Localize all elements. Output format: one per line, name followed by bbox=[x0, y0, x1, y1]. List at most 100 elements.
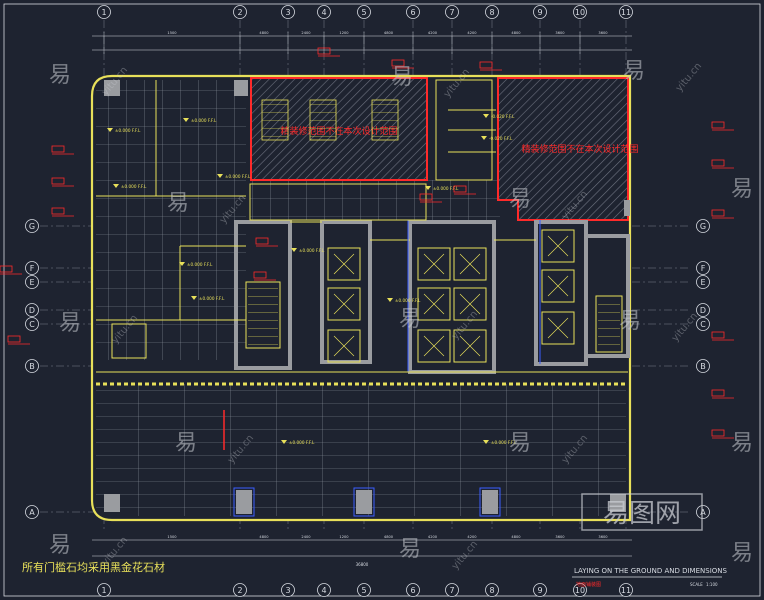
grid-row-bubble bbox=[696, 303, 710, 317]
grid-column-bubble bbox=[406, 583, 420, 597]
grid-column-label: 5 bbox=[361, 8, 366, 17]
grid-row-label: G bbox=[29, 222, 35, 231]
callout-tag bbox=[0, 265, 13, 273]
scale-value: 1:100 bbox=[706, 582, 718, 587]
grid-row-bubble bbox=[25, 275, 39, 289]
grid-column-bubble bbox=[233, 583, 247, 597]
grid-column-bubble bbox=[533, 5, 547, 19]
grid-column-label: 7 bbox=[449, 586, 454, 595]
grid-column-label: 10 bbox=[575, 8, 585, 17]
elevator-cross bbox=[423, 335, 445, 357]
elevator-cross bbox=[423, 253, 445, 275]
callout-tag bbox=[453, 185, 467, 193]
grid-column-bubble bbox=[281, 5, 295, 19]
callout-tag bbox=[51, 177, 65, 185]
watermark-brand: 易 bbox=[399, 307, 421, 332]
drawing-title-en: LAYING ON THE GROUND AND DIMENSIONS bbox=[574, 567, 728, 575]
grid-column-bubble bbox=[97, 583, 111, 597]
bottom-dimension-value: 4800 bbox=[511, 535, 521, 539]
watermark-logo: 易图网 bbox=[581, 493, 703, 531]
grid-row-label: A bbox=[29, 508, 35, 517]
bottom-dimension-value: 4800 bbox=[384, 535, 394, 539]
grid-column-bubble bbox=[619, 583, 633, 597]
grid-column-bubble bbox=[573, 583, 587, 597]
column-blue-edges bbox=[233, 220, 541, 517]
level-mark-symbol bbox=[217, 174, 223, 178]
bottom-dimension-value: 4200 bbox=[467, 535, 477, 539]
bottom-dimension-value: 1200 bbox=[339, 535, 349, 539]
grid-column-bubble bbox=[233, 5, 247, 19]
grid-row-label: D bbox=[700, 306, 706, 315]
watermark-brand: 易 bbox=[731, 431, 753, 456]
grid-column-label: 8 bbox=[489, 8, 494, 17]
grid-column-bubble bbox=[281, 583, 295, 597]
bottom-dimension-value: 3600 bbox=[555, 535, 565, 539]
grid-column-bubble bbox=[445, 5, 459, 19]
grid-row-label: C bbox=[700, 320, 706, 329]
level-marks: ±0.000 F.F.L±0.000 F.F.L±0.000 F.F.L±0.0… bbox=[107, 114, 517, 445]
grid-column-bubble bbox=[357, 5, 371, 19]
grid-column-label: 9 bbox=[537, 8, 542, 17]
grid-row-bubble bbox=[25, 317, 39, 331]
level-mark-symbol bbox=[113, 184, 119, 188]
watermark-brand: 易 bbox=[619, 309, 641, 334]
level-mark-label: ±0.000 F.F.L bbox=[433, 186, 459, 191]
watermark-brand: 易 bbox=[731, 541, 753, 566]
top-dimension-value: 4200 bbox=[428, 31, 438, 35]
elevator-car bbox=[541, 269, 575, 303]
grid-column-label: 9 bbox=[537, 586, 542, 595]
grid-column-label: 3 bbox=[285, 586, 290, 595]
callout-tag bbox=[711, 159, 725, 167]
callout-tag bbox=[479, 61, 493, 69]
grid-column-label: 6 bbox=[410, 586, 415, 595]
level-mark-symbol bbox=[387, 298, 393, 302]
grid-row-bubble bbox=[25, 359, 39, 373]
grid-column-label: 7 bbox=[449, 8, 454, 17]
watermark-brand: 易 bbox=[175, 431, 197, 456]
level-mark-label: -0.020 F.F.L bbox=[491, 114, 515, 119]
elevator-cross bbox=[459, 253, 481, 275]
grid-column-label: 4 bbox=[321, 8, 326, 17]
stair-red-left-2 bbox=[309, 99, 337, 141]
callout-tag bbox=[711, 331, 725, 339]
level-mark-label: ±0.000 F.F.L bbox=[395, 298, 421, 303]
elevator-car bbox=[327, 329, 361, 363]
level-mark-symbol bbox=[481, 136, 487, 140]
grid-row-label: B bbox=[700, 362, 706, 371]
callout-tag bbox=[711, 389, 725, 397]
grid-row-label: E bbox=[700, 278, 705, 287]
callout-tag bbox=[711, 121, 725, 129]
grid-column-bubble bbox=[445, 583, 459, 597]
red-zone-right: 精装修范围不在本次设计范围 bbox=[497, 77, 639, 221]
title-block: LAYING ON THE GROUND AND DIMENSIONS 地面铺装… bbox=[572, 567, 728, 588]
grid-column-bubble bbox=[485, 5, 499, 19]
grid-column-label: 3 bbox=[285, 8, 290, 17]
grid-row-bubble bbox=[25, 505, 39, 519]
elevator-cross bbox=[459, 293, 481, 315]
grid-column-label: 11 bbox=[621, 586, 631, 595]
top-dimension-value: 4800 bbox=[259, 31, 269, 35]
level-mark-symbol bbox=[183, 118, 189, 122]
grid-row-label: D bbox=[29, 306, 35, 315]
bottom-dimension-chain bbox=[92, 539, 632, 557]
grid-column-label: 8 bbox=[489, 586, 494, 595]
grid-row-label: F bbox=[30, 264, 35, 273]
grid-row-bubble bbox=[696, 359, 710, 373]
callout-tag bbox=[391, 59, 405, 67]
callout-tag bbox=[711, 209, 725, 217]
tile-zone-west bbox=[96, 80, 246, 360]
watermark-brand: 易 bbox=[509, 187, 531, 212]
top-dimension-value: 1200 bbox=[339, 31, 349, 35]
top-dimension-value: 4200 bbox=[467, 31, 477, 35]
top-dimension-chain bbox=[92, 35, 632, 51]
grid-column-bubble bbox=[406, 5, 420, 19]
top-dimension-value: 4800 bbox=[511, 31, 521, 35]
elevator-car bbox=[327, 247, 361, 281]
elevator-cross bbox=[459, 335, 481, 357]
stair-core-right bbox=[598, 298, 620, 350]
watermark-brand: 易 bbox=[731, 177, 753, 202]
grid-row-bubble bbox=[696, 317, 710, 331]
elevator-car bbox=[453, 247, 487, 281]
